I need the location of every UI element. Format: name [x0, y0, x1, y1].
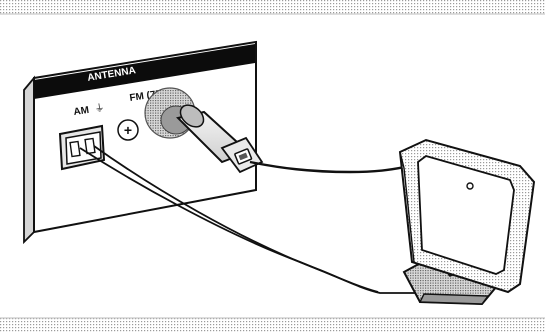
panel-side-edge	[23, 75, 35, 245]
fm-cable	[249, 160, 421, 174]
screw-plus-icon: +	[117, 119, 139, 141]
ground-symbol-icon: ⏚	[94, 102, 106, 115]
am-label: AM	[73, 105, 90, 118]
loop-antenna-icon	[398, 138, 536, 306]
am-wire-lower	[93, 145, 420, 294]
antenna-header-band	[34, 44, 255, 99]
coax-plug-icon	[176, 104, 264, 174]
top-dither-band	[0, 0, 545, 14]
plus-symbol: +	[124, 122, 132, 138]
fm-coax-connector[interactable]	[144, 87, 264, 174]
bottom-dither-band	[0, 318, 545, 333]
